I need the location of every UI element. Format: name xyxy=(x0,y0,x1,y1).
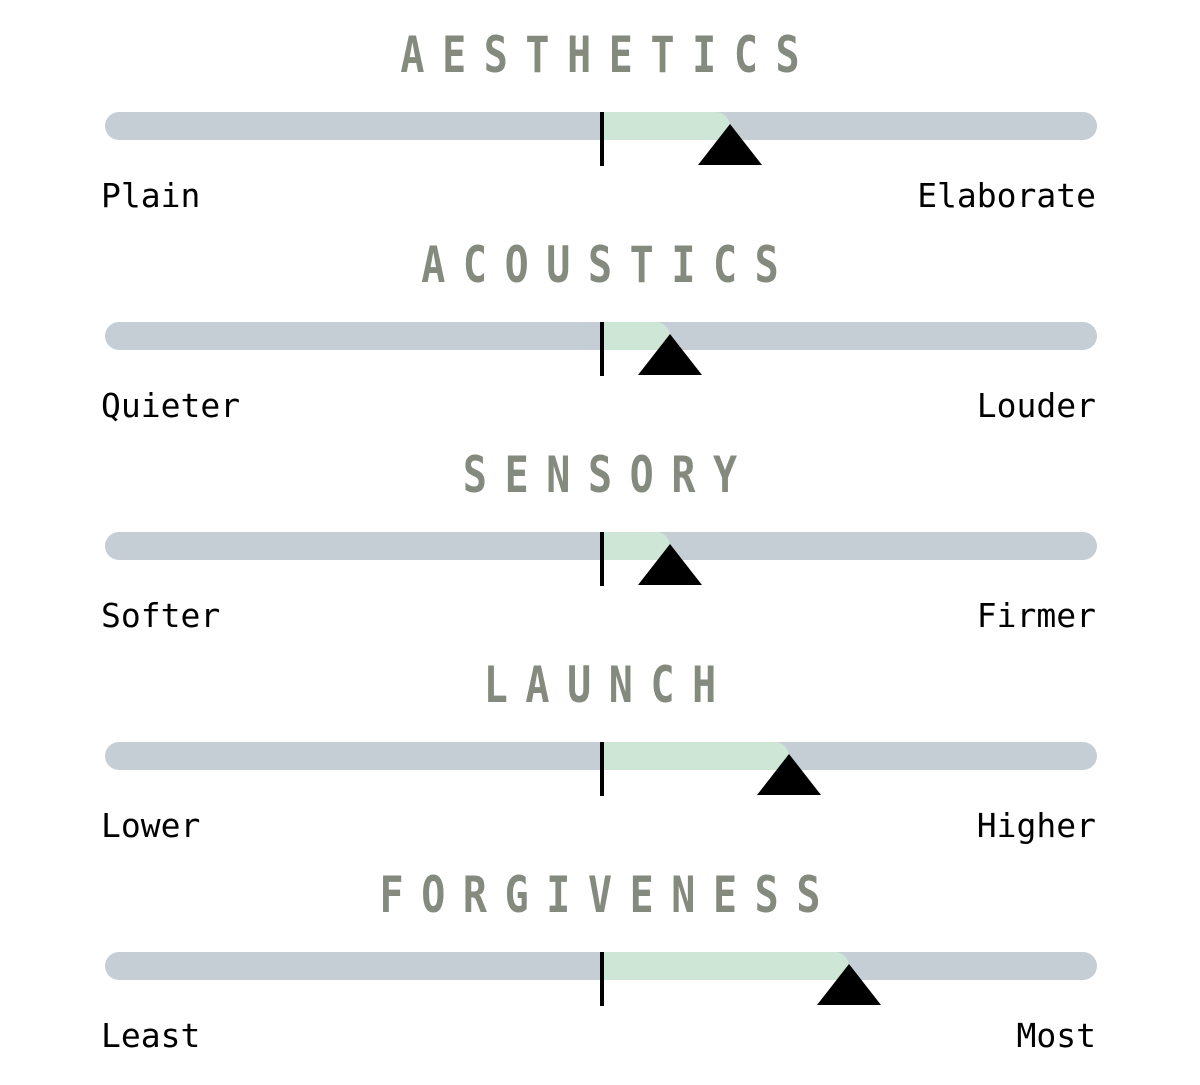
right-label: Elaborate xyxy=(917,176,1096,215)
triangle-marker-icon xyxy=(817,964,881,1005)
left-label: Plain xyxy=(101,176,201,215)
scale-title: SENSORY xyxy=(462,446,755,504)
scale-acoustics: ACOUSTICS Quieter Louder xyxy=(0,210,1200,425)
center-tick xyxy=(600,952,604,1006)
left-label: Lower xyxy=(101,806,201,845)
left-label: Quieter xyxy=(101,386,241,425)
center-tick xyxy=(600,532,604,586)
scale-title: AESTHETICS xyxy=(400,26,818,84)
scale-launch: LAUNCH Lower Higher xyxy=(0,630,1200,845)
scale-title: LAUNCH xyxy=(483,656,734,714)
right-label: Higher xyxy=(976,806,1096,845)
left-label: Least xyxy=(101,1016,201,1055)
center-tick xyxy=(600,742,604,796)
scale-title: FORGIVENESS xyxy=(379,866,839,924)
triangle-marker-icon xyxy=(757,754,822,795)
scale-forgiveness: FORGIVENESS Least Most xyxy=(0,840,1200,1055)
left-label: Softer xyxy=(101,596,221,635)
right-label: Louder xyxy=(976,386,1096,425)
scale-aesthetics: AESTHETICS Plain Elaborate xyxy=(0,0,1200,215)
triangle-marker-icon xyxy=(697,124,762,165)
right-label: Firmer xyxy=(976,596,1096,635)
center-tick xyxy=(600,322,604,376)
center-tick xyxy=(600,112,604,166)
triangle-marker-icon xyxy=(638,334,703,375)
scale-sensory: SENSORY Softer Firmer xyxy=(0,420,1200,635)
scale-title: ACOUSTICS xyxy=(421,236,797,294)
triangle-marker-icon xyxy=(638,544,703,585)
scale-fill xyxy=(602,952,849,980)
right-label: Most xyxy=(1016,1016,1096,1055)
